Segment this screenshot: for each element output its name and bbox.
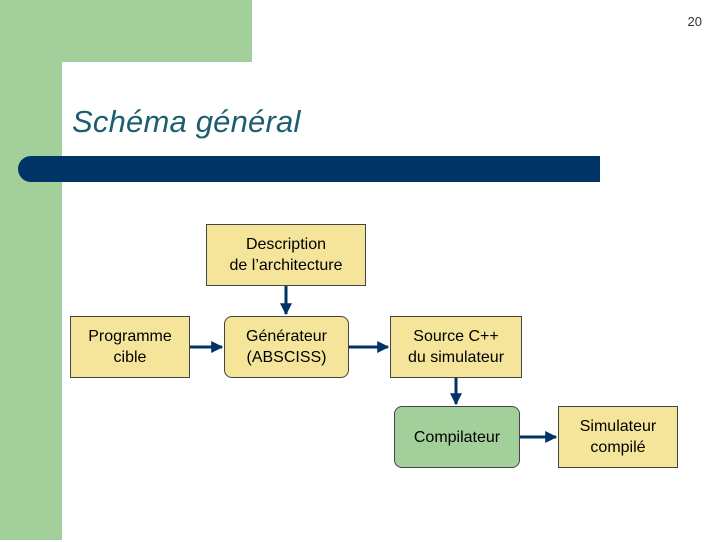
box-description: Description de l’architecture bbox=[206, 224, 366, 286]
box-source-cpp: Source C++ du simulateur bbox=[390, 316, 522, 378]
box-programme-cible: Programme cible bbox=[70, 316, 190, 378]
box-source-label: Source C++ du simulateur bbox=[407, 328, 505, 366]
box-compilateur-label: Compilateur bbox=[413, 428, 501, 446]
title-underline-bar bbox=[18, 156, 600, 182]
box-description-label: Description de l’architecture bbox=[229, 236, 343, 274]
box-compilateur: Compilateur bbox=[394, 406, 520, 468]
background-green-left bbox=[0, 0, 62, 540]
box-generateur-label: Générateur (ABSCISS) bbox=[246, 328, 327, 366]
box-simulateur-label: Simulateur compilé bbox=[579, 418, 657, 456]
slide-title: Schéma général bbox=[72, 104, 301, 139]
page-number: 20 bbox=[687, 14, 702, 29]
box-generateur: Générateur (ABSCISS) bbox=[224, 316, 349, 378]
box-programme-label: Programme cible bbox=[88, 328, 172, 366]
box-simulateur-compile: Simulateur compilé bbox=[558, 406, 678, 468]
